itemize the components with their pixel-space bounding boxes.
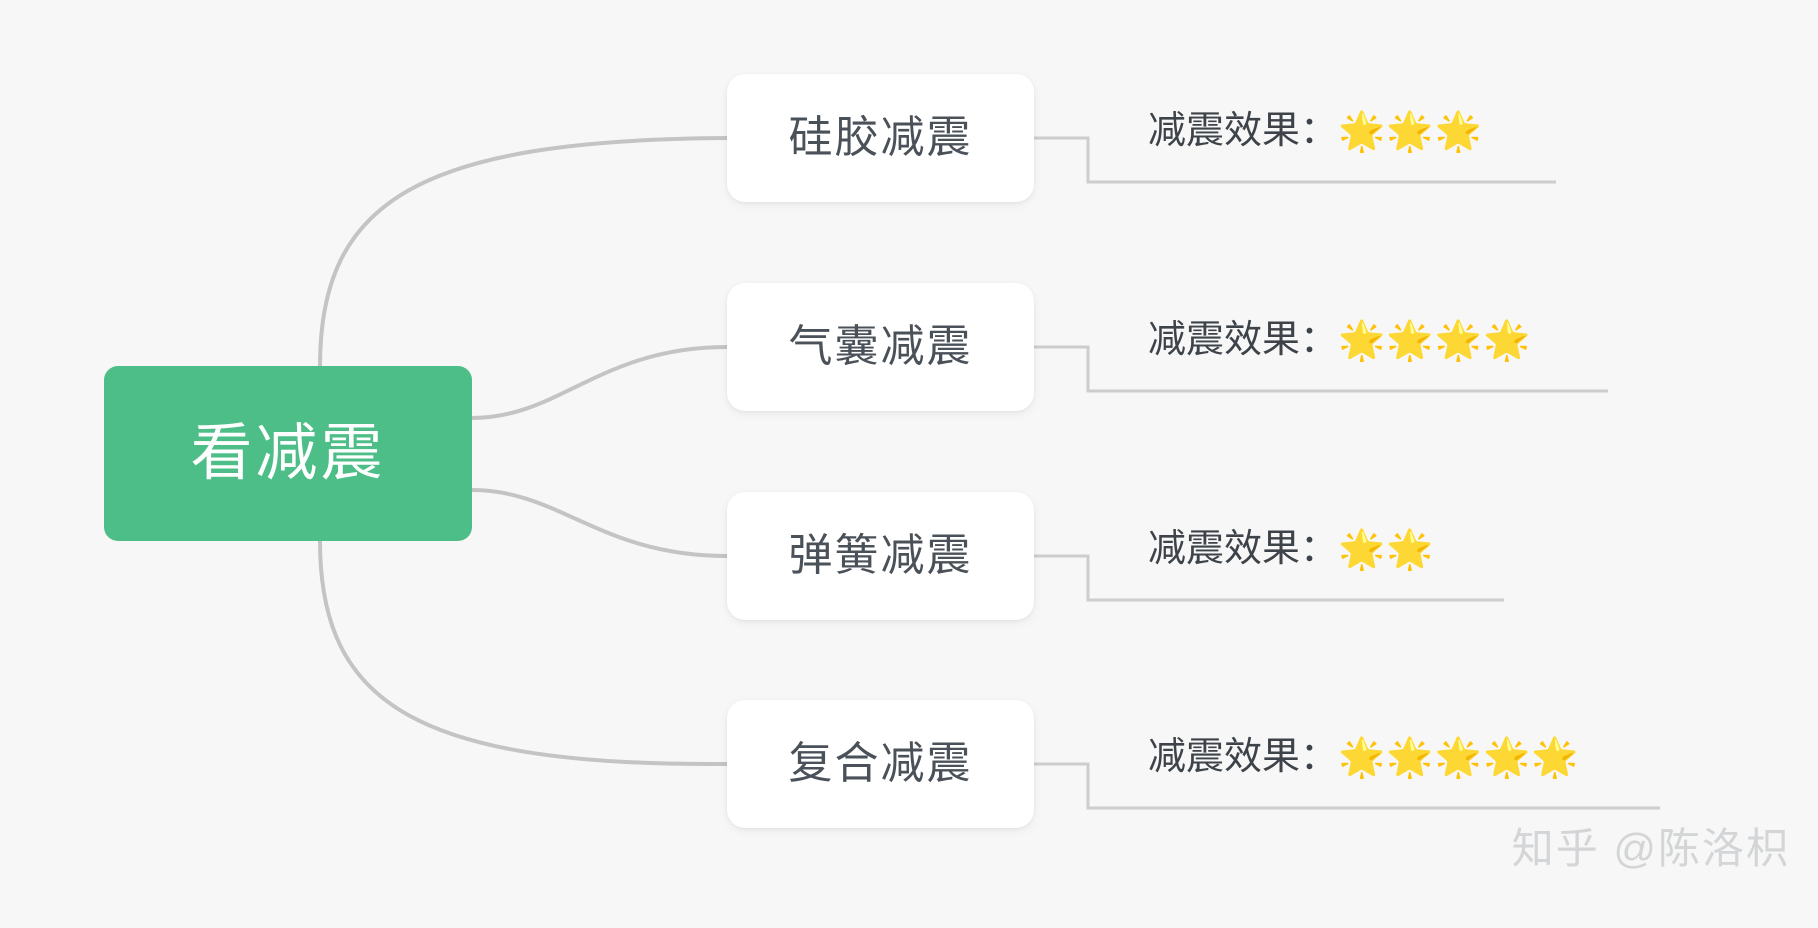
root-connector-2 (470, 345, 729, 420)
branch-node-label: 弹簧减震 (788, 531, 973, 580)
leaf-label: 减震效果： (1148, 110, 1339, 152)
branch-node-2[interactable]: 气囊减震 (727, 283, 1034, 411)
root-connector-4 (318, 539, 729, 767)
branch-node-label: 气囊减震 (788, 322, 973, 371)
branch-node-1[interactable]: 硅胶减震 (727, 74, 1034, 202)
star-rating-icon: 🌟🌟 (1338, 527, 1435, 571)
root-node[interactable]: 看减震 (104, 366, 472, 541)
leaf-node-1[interactable]: 减震效果： 🌟🌟🌟 (1148, 108, 1483, 156)
star-rating-icon: 🌟🌟🌟🌟🌟 (1338, 735, 1580, 779)
root-node-label: 看减震 (190, 418, 386, 488)
star-rating-icon: 🌟🌟🌟 (1338, 109, 1483, 153)
branch-node-label: 硅胶减震 (788, 113, 973, 162)
leaf-node-4[interactable]: 减震效果： 🌟🌟🌟🌟🌟 (1148, 734, 1580, 782)
leaf-node-2[interactable]: 减震效果： 🌟🌟🌟🌟 (1148, 317, 1531, 365)
leaf-label: 减震效果： (1148, 319, 1339, 361)
root-connector-1 (318, 136, 729, 368)
root-connector-3 (470, 488, 729, 558)
leaf-label: 减震效果： (1148, 528, 1339, 570)
leaf-label: 减震效果： (1148, 736, 1339, 778)
branch-node-4[interactable]: 复合减震 (727, 700, 1034, 828)
branch-node-label: 复合减震 (788, 739, 973, 788)
branch-node-3[interactable]: 弹簧减震 (727, 492, 1034, 620)
star-rating-icon: 🌟🌟🌟🌟 (1338, 318, 1532, 362)
watermark: 知乎 @陈洛枳 (1511, 825, 1790, 872)
leaf-node-3[interactable]: 减震效果： 🌟🌟 (1148, 526, 1435, 574)
